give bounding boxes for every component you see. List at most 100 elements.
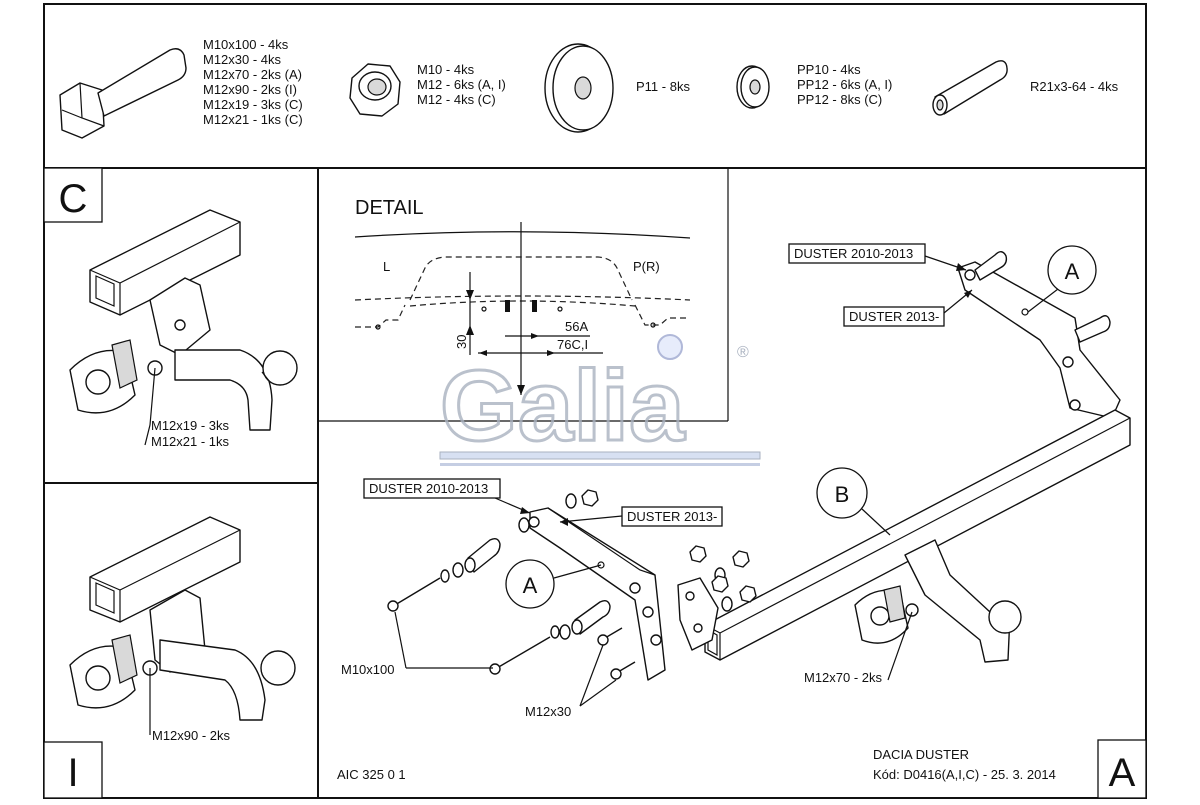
beam-lower-left xyxy=(355,304,406,328)
watermark-brand: Galia xyxy=(440,350,686,462)
nut-spec-2: M12 - 6ks (A, I) xyxy=(417,77,506,92)
leader-m12x30-b xyxy=(579,679,617,707)
leader-m12x30-a xyxy=(579,644,604,707)
main-towball xyxy=(854,539,1022,663)
version-letter: A xyxy=(1109,751,1136,795)
small-washer-spec-1: PP10 - 4ks xyxy=(797,62,861,77)
socket-plate-c xyxy=(69,339,138,414)
small-washer-icon xyxy=(736,65,770,109)
callout-b: B xyxy=(835,482,850,507)
vehicle-model: DACIA DUSTER xyxy=(873,747,969,762)
spacer-tube-spec: R21x3-64 - 4ks xyxy=(1030,79,1119,94)
bolt-spec-1: M10x100 - 4ks xyxy=(203,37,289,52)
nut-icon xyxy=(349,63,401,117)
leader-c-2 xyxy=(144,424,151,446)
callout-duster-2010-left: DUSTER 2010-2013 xyxy=(369,481,488,496)
detail-title: DETAIL xyxy=(355,197,424,219)
leader-m12x70 xyxy=(887,611,913,681)
callout-box-duster-2010-top xyxy=(788,243,926,264)
panel-c-letter: C xyxy=(59,177,88,221)
main-crossbar xyxy=(704,409,1131,661)
large-washer-icon xyxy=(544,43,614,133)
bolt-spec-2: M12x30 - 4ks xyxy=(203,52,282,67)
bracket-c xyxy=(149,277,211,356)
callout-box-duster-2010-left xyxy=(363,478,501,499)
panel-c-label-2: M12x21 - 1ks xyxy=(151,434,230,449)
watermark-bar-2 xyxy=(440,463,760,466)
left-side-bracket xyxy=(528,507,666,681)
bolt-icon xyxy=(59,48,187,139)
bolt-spec-3: M12x70 - 2ks (A) xyxy=(203,67,302,82)
middle-plate xyxy=(677,577,719,651)
label-m12x30: M12x30 xyxy=(525,704,571,719)
detail-side-right: P(R) xyxy=(633,259,660,274)
nut-spec-list: M10 - 4ks M12 - 6ks (A, I) M12 - 4ks (C) xyxy=(417,62,506,107)
aic-number: AIC 325 0 1 xyxy=(337,767,406,782)
panel-c: C M12x19 - 3ks M12x21 - 1ks xyxy=(43,167,298,449)
callout-duster-2013-top: DUSTER 2013- xyxy=(849,309,939,324)
panel-i-letter: I xyxy=(67,751,78,795)
leader-b xyxy=(861,508,891,536)
version-letter-box xyxy=(1097,739,1147,799)
callout-a-right: A xyxy=(1065,259,1080,284)
large-washer-spec: P11 - 8ks xyxy=(636,79,690,94)
towball-i xyxy=(159,639,296,721)
dim-56a-label: 56A xyxy=(565,319,588,334)
galia-watermark: Galia ® xyxy=(439,334,761,466)
slot-right xyxy=(532,300,537,312)
panel-i-label: M12x90 - 2ks xyxy=(152,728,231,743)
small-washer-spec-3: PP12 - 8ks (C) xyxy=(797,92,882,107)
title-block: AIC 325 0 1 DACIA DUSTER Kód: D0416(A,I,… xyxy=(337,739,1147,799)
spacers-left xyxy=(464,537,611,635)
spacer-tube-icon xyxy=(932,60,1008,116)
panel-c-label-1: M12x19 - 3ks xyxy=(151,418,230,433)
bumper-outline xyxy=(354,231,691,239)
beam-lower-right xyxy=(634,304,690,326)
panel-c-letter-box xyxy=(43,167,103,223)
callout-circle-a-right xyxy=(1047,245,1097,295)
leader-m10x100-a xyxy=(394,611,407,669)
frame-lines xyxy=(43,3,1147,799)
panel-i-letter-box xyxy=(43,741,103,799)
detail-side-left: L xyxy=(383,259,390,274)
towball-c xyxy=(174,349,298,431)
label-m12x70: M12x70 - 2ks xyxy=(804,670,883,685)
label-m10x100: M10x100 xyxy=(341,662,394,677)
panel-i: M12x90 - 2ks I xyxy=(43,516,296,799)
bumper-beam-inner xyxy=(409,300,636,307)
nuts xyxy=(581,489,757,603)
bolt-spec-list: M10x100 - 4ks M12x30 - 4ks M12x70 - 2ks … xyxy=(203,37,303,127)
callout-box-duster-2013-top xyxy=(843,306,945,327)
washers xyxy=(440,493,733,640)
kit-code: Kód: D0416(A,I,C) - 25. 3. 2014 xyxy=(873,767,1056,782)
small-washer-spec-2: PP12 - 6ks (A, I) xyxy=(797,77,892,92)
crossbar-section-c xyxy=(89,209,241,316)
nut-spec-3: M12 - 4ks (C) xyxy=(417,92,496,107)
detail-panel: DETAIL 30 56A 76C,I L P(R) xyxy=(354,197,691,395)
slot-left xyxy=(505,300,510,312)
watermark-bar xyxy=(439,451,761,460)
small-washer-spec-list: PP10 - 4ks PP12 - 6ks (A, I) PP12 - 8ks … xyxy=(797,62,892,107)
callout-circle-b xyxy=(816,467,868,519)
dim-30-label: 30 xyxy=(454,335,469,349)
leader-a-right xyxy=(1027,288,1059,313)
callout-circle-a-left xyxy=(505,559,555,609)
watermark-mark: ® xyxy=(737,344,749,361)
bolt-spec-6: M12x21 - 1ks (C) xyxy=(203,112,303,127)
leader-a-left xyxy=(553,564,602,579)
callout-duster-2013-left: DUSTER 2013- xyxy=(627,509,717,524)
main-assembly: DUSTER 2010-2013 DUSTER 2013- DUSTER 201… xyxy=(341,243,1131,719)
socket-plate-i xyxy=(69,634,138,709)
nut-spec-1: M10 - 4ks xyxy=(417,62,475,77)
leader-c-1 xyxy=(149,367,156,426)
callout-duster-2010-top: DUSTER 2010-2013 xyxy=(794,246,913,261)
bolt-spec-5: M12x19 - 3ks (C) xyxy=(203,97,303,112)
leader-duster-2013-left xyxy=(559,515,623,523)
short-bolts xyxy=(597,627,636,680)
bolt-spec-4: M12x90 - 2ks (I) xyxy=(203,82,297,97)
long-bolts xyxy=(387,577,551,675)
dim-76ci-label: 76C,I xyxy=(557,337,588,352)
callout-a-left: A xyxy=(523,573,538,598)
crossbar-section-i xyxy=(89,516,241,623)
